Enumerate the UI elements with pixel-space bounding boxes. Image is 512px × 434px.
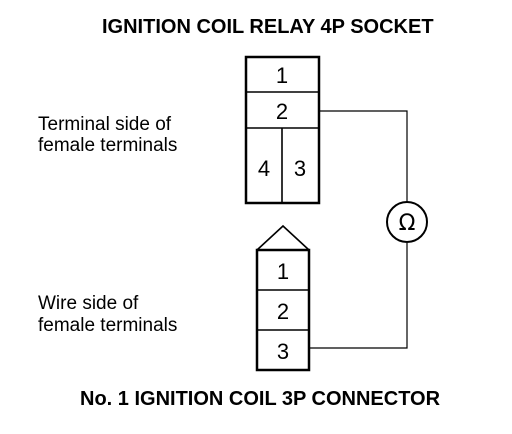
- test-lead-lower: [309, 243, 408, 349]
- top-title: IGNITION COIL RELAY 4P SOCKET: [102, 16, 434, 38]
- connector-lock-tab: [256, 224, 310, 251]
- socket-terminal-2: 2: [276, 99, 288, 124]
- connector-label-line-2: female terminals: [38, 315, 177, 336]
- socket-terminal-4: 4: [258, 156, 270, 181]
- test-lead-upper: [319, 110, 408, 202]
- connector-terminal-1: 1: [277, 259, 289, 284]
- connector-terminal-2: 2: [277, 299, 289, 324]
- ohmmeter-icon: [386, 201, 428, 243]
- connector-terminal-3: 3: [277, 339, 289, 364]
- test-lead-wiring: Ω: [309, 110, 428, 349]
- bottom-title: No. 1 IGNITION COIL 3P CONNECTOR: [80, 388, 441, 410]
- socket-terminal-3: 3: [294, 156, 306, 181]
- socket-label-line-1: Terminal side of: [38, 114, 172, 135]
- relay-4p-socket: 1 2 4 3: [244, 55, 321, 205]
- connector-outline: [255, 248, 311, 372]
- socket-label-line-2: female terminals: [38, 135, 177, 156]
- connector-label-line-1: Wire side of: [38, 293, 139, 314]
- ohm-symbol: Ω: [399, 211, 416, 236]
- coil-3p-connector: 1 2 3: [255, 224, 311, 372]
- socket-terminal-1: 1: [276, 63, 288, 88]
